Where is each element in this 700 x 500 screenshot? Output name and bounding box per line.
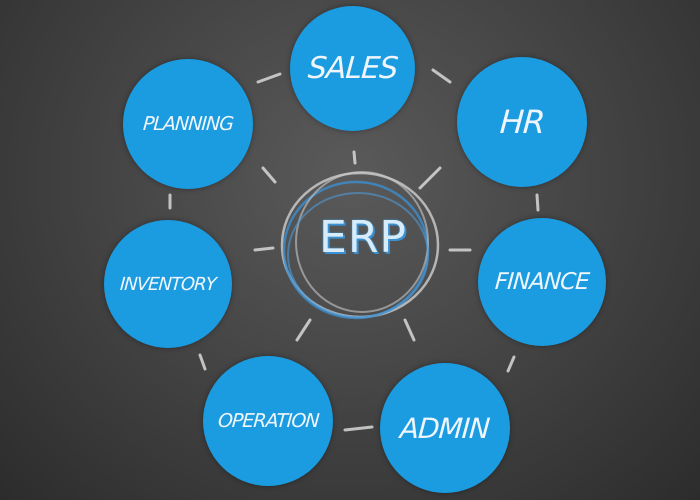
module-hr: HR <box>457 57 587 187</box>
module-admin: ADMIN <box>380 363 510 493</box>
module-inventory: INVENTORY <box>104 220 232 348</box>
module-finance-label: FINANCE <box>494 269 590 295</box>
module-operation-label: OPERATION <box>216 410 320 432</box>
module-sales-label: SALES <box>306 51 399 86</box>
module-planning: PLANNING <box>123 59 253 189</box>
module-operation: OPERATION <box>203 356 333 486</box>
module-admin-label: ADMIN <box>399 411 491 445</box>
module-sales: SALES <box>290 6 415 131</box>
erp-center-label: ERP <box>319 212 407 263</box>
module-inventory-label: INVENTORY <box>119 273 217 295</box>
module-planning-label: PLANNING <box>142 113 234 135</box>
module-finance: FINANCE <box>478 218 606 346</box>
module-hr-label: HR <box>498 103 546 141</box>
